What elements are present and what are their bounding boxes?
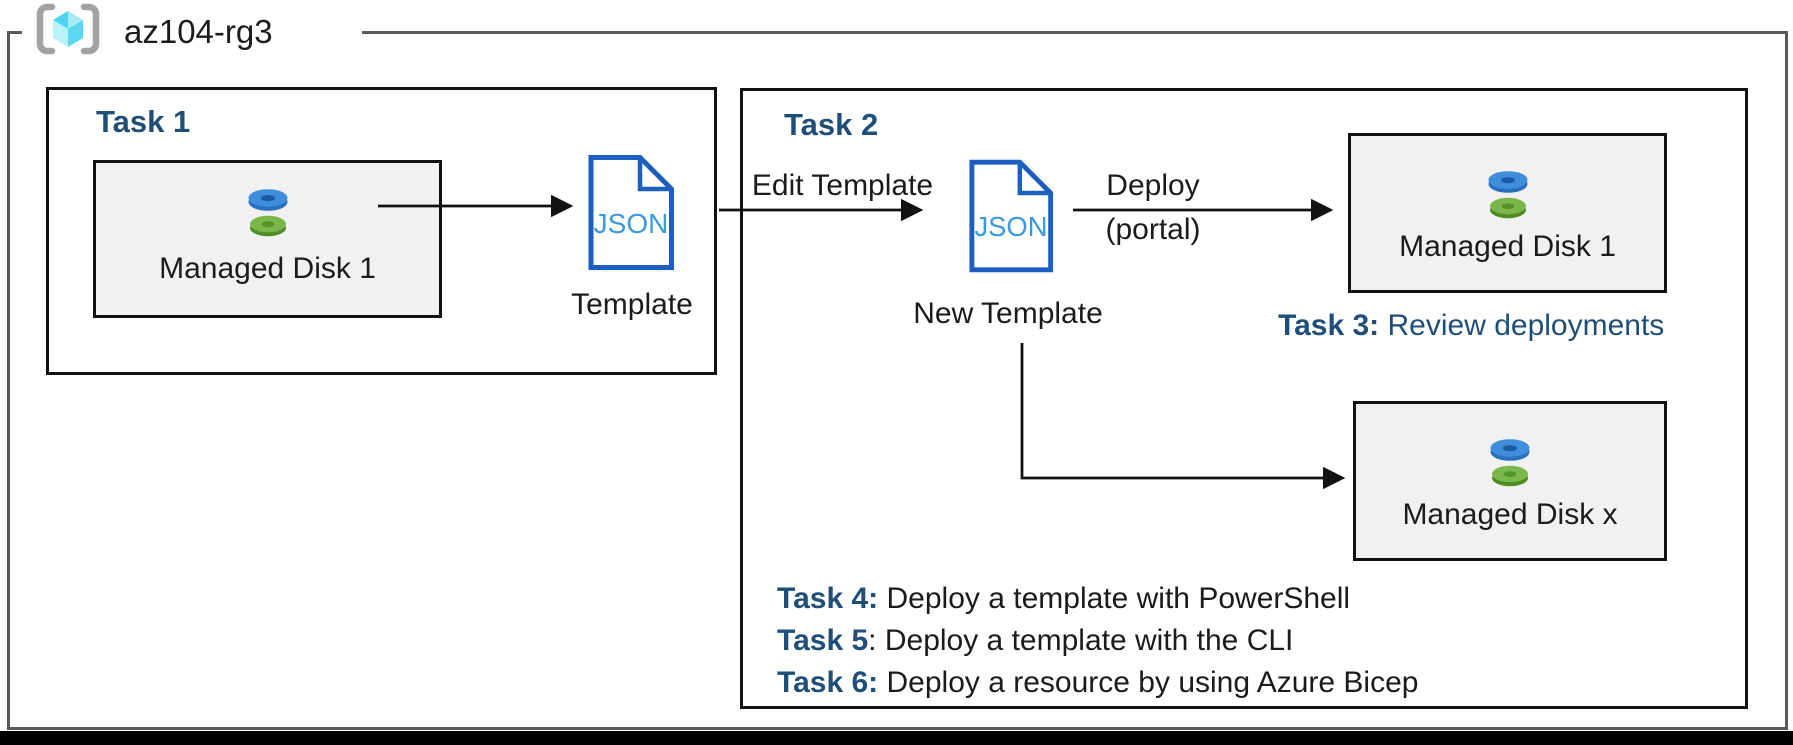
task1-title: Task 1 xyxy=(96,104,191,139)
bottom-black-bar xyxy=(0,731,1793,745)
resource-group-border-gap xyxy=(22,28,362,38)
template-caption: Template xyxy=(571,288,693,321)
task4-text: Deploy a template with PowerShell xyxy=(878,582,1351,615)
task3-text: Review deployments xyxy=(1379,309,1665,342)
task4-line: Task 4: Deploy a template with PowerShel… xyxy=(777,578,1418,620)
json-new-template-icon: JSON xyxy=(969,159,1054,273)
managed-disk-icon xyxy=(248,189,287,237)
task6-line: Task 6: Deploy a resource by using Azure… xyxy=(777,662,1418,704)
task3-caption: Task 3: Review deployments xyxy=(1278,309,1664,343)
task6-prefix: Task 6: xyxy=(777,666,879,699)
managed-disk-label: Managed Disk x xyxy=(1402,498,1618,531)
resource-group-boundary xyxy=(7,31,1788,730)
task2-managed-diskx-box: Managed Disk x xyxy=(1353,401,1667,561)
json-badge: JSON xyxy=(974,211,1047,242)
task5-line: Task 5: Deploy a template with the CLI xyxy=(777,620,1418,662)
task2-managed-disk1-box: Managed Disk 1 xyxy=(1348,133,1667,293)
task5-text: : Deploy a template with the CLI xyxy=(868,624,1294,657)
managed-disk-icon xyxy=(1488,171,1527,219)
edit-template-arrow-label: Edit Template xyxy=(751,169,934,202)
task3-prefix: Task 3: xyxy=(1278,309,1380,342)
task-list: Task 4: Deploy a template with PowerShel… xyxy=(777,578,1418,704)
task5-prefix: Task 5 xyxy=(777,624,869,657)
task1-managed-disk-box: Managed Disk 1 xyxy=(93,160,442,318)
managed-disk-icon xyxy=(1490,439,1530,487)
deploy-arrow-label: Deploy xyxy=(1106,169,1200,202)
managed-disk-label: Managed Disk 1 xyxy=(159,252,376,285)
json-template-icon: JSON xyxy=(588,155,674,270)
resource-group-name: az104-rg3 xyxy=(124,13,273,50)
deploy-portal-label: (portal) xyxy=(1105,213,1201,246)
managed-disk-label: Managed Disk 1 xyxy=(1399,230,1616,263)
task6-text: Deploy a resource by using Azure Bicep xyxy=(878,666,1419,699)
new-template-caption: New Template xyxy=(913,297,1103,330)
json-badge: JSON xyxy=(594,208,669,239)
task2-title: Task 2 xyxy=(784,107,879,142)
resource-group-icon xyxy=(36,3,100,55)
task4-prefix: Task 4: xyxy=(777,582,879,615)
